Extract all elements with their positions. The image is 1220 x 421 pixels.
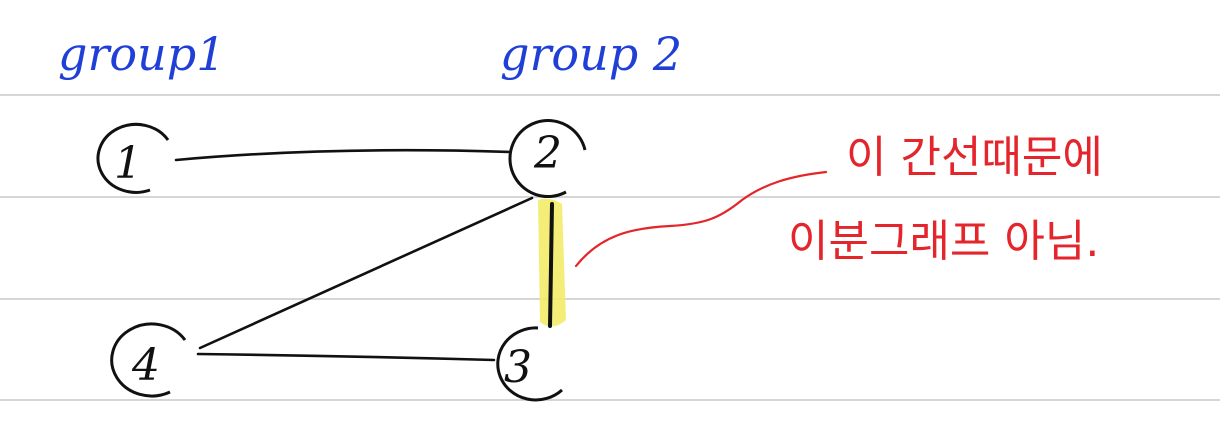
node-3-label: 3 — [504, 342, 532, 393]
node-2-label: 2 — [533, 128, 562, 179]
annotation-line-1: 이 간선때문에 — [846, 132, 1103, 183]
node-2-circle — [508, 119, 587, 199]
edge-2-4 — [198, 196, 534, 350]
annotation-pointer — [574, 170, 828, 268]
edge-4-3 — [196, 352, 496, 362]
node-3-circle — [496, 326, 564, 402]
node-1-label: 1 — [114, 138, 142, 189]
node-1-circle — [96, 122, 170, 194]
ruled-lines — [0, 94, 1220, 401]
edges — [174, 148, 554, 362]
node-4-label: 4 — [131, 340, 160, 391]
node-4-circle — [110, 322, 187, 398]
annotation-line-2: 이분그래프 아님. — [788, 216, 1099, 267]
nodes — [96, 119, 587, 402]
edge-1-2 — [174, 148, 514, 162]
edge-2-3 — [548, 202, 554, 328]
group2-label: group 2 — [500, 27, 682, 81]
group1-label: group1 — [58, 27, 225, 81]
